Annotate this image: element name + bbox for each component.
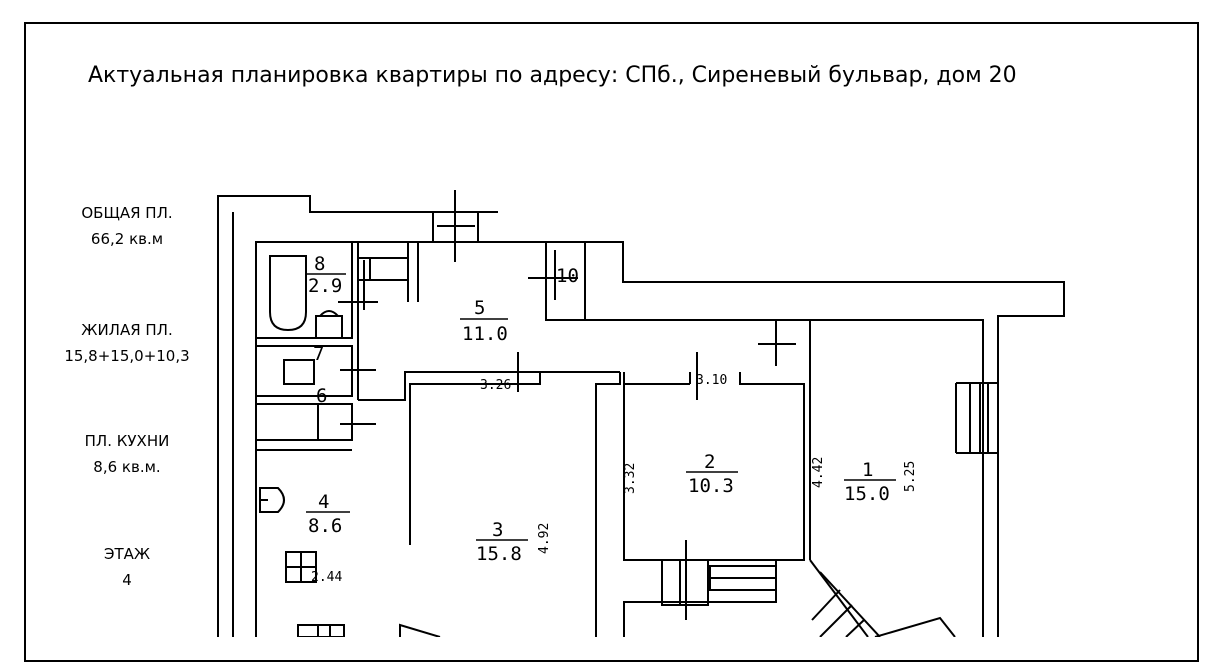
dim-2-44: 2.44: [311, 570, 342, 585]
room-2-number: 2: [704, 451, 715, 473]
dimension-labels: 3.26 3.10 3.32 4.42 5.25 4.92 2.44: [311, 373, 918, 585]
room-1-area: 15.0: [844, 483, 890, 505]
room-8-area: 2.9: [308, 275, 342, 297]
floor-label: ЭТАЖ: [103, 545, 151, 563]
room-2-area: 10.3: [688, 475, 734, 497]
room-10-number: 10: [556, 265, 579, 287]
living-area-value: 15,8+15,0+10,3: [64, 347, 190, 365]
floor-plan: 8 2.9 5 11.0 10 7 6 4 8.6 3 15.8 2 10.3 …: [217, 190, 1065, 637]
total-area-value: 66,2 кв.м: [90, 230, 164, 248]
room-4-number: 4: [318, 491, 329, 513]
living-area-label: ЖИЛАЯ ПЛ.: [81, 321, 173, 339]
kitchen-area-value: 8,6 кв.м.: [93, 458, 161, 476]
room-3-number: 3: [492, 519, 503, 541]
room-3-area: 15.8: [476, 543, 522, 565]
dim-3-32: 3.32: [623, 463, 638, 494]
room-5-area: 11.0: [462, 323, 508, 345]
kitchen-area-block: ПЛ. КУХНИ 8,6 кв.м.: [52, 428, 202, 480]
dim-3-10: 3.10: [696, 373, 727, 388]
plan-walls: [217, 190, 1065, 637]
living-area-block: ЖИЛАЯ ПЛ. 15,8+15,0+10,3: [52, 317, 202, 369]
total-area-label: ОБЩАЯ ПЛ.: [81, 204, 173, 222]
page-title: Актуальная планировка квартиры по адресу…: [88, 63, 1017, 88]
total-area-block: ОБЩАЯ ПЛ. 66,2 кв.м: [52, 200, 202, 252]
dim-4-92: 4.92: [537, 523, 552, 554]
room-4-area: 8.6: [308, 515, 342, 537]
room-labels: 8 2.9 5 11.0 10 7 6 4 8.6 3 15.8 2 10.3 …: [306, 253, 896, 565]
kitchen-area-label: ПЛ. КУХНИ: [84, 432, 170, 450]
dim-3-26: 3.26: [480, 378, 511, 393]
room-1-number: 1: [862, 459, 873, 481]
room-7-number: 7: [313, 343, 324, 365]
floor-value: 4: [122, 571, 132, 589]
dim-4-42: 4.42: [811, 457, 826, 488]
floor-block: ЭТАЖ 4: [52, 541, 202, 593]
dim-5-25: 5.25: [903, 461, 918, 492]
room-6-number: 6: [316, 385, 327, 407]
room-8-number: 8: [314, 253, 325, 275]
room-5-number: 5: [474, 297, 485, 319]
